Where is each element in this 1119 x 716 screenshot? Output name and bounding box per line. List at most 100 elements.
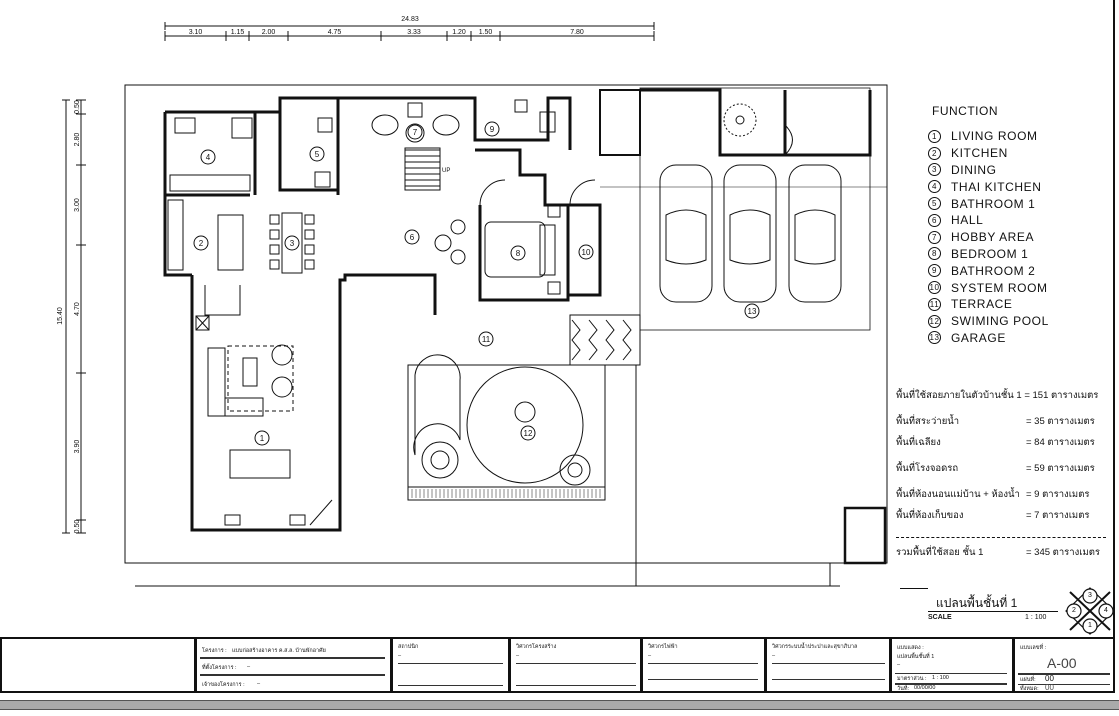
- room-number-11: 11: [478, 331, 494, 347]
- area-total-value: = 345 ตารางเมตร: [1026, 547, 1101, 558]
- room-number-badge: 12: [928, 314, 941, 328]
- tb-sheet-cell: แบบเลขที่ : A-00 แผ่นที่: 00 ทั้งหมด: 00: [1012, 639, 1115, 692]
- svg-text:10: 10: [582, 248, 591, 257]
- car-icon: [723, 164, 777, 303]
- scale-label: SCALE: [928, 614, 952, 621]
- tb-date-value: 00/00/00: [914, 685, 936, 691]
- area-divider: [896, 537, 1106, 538]
- tb-drawing-sub: –: [897, 662, 901, 668]
- room-number-5: 5: [309, 146, 325, 162]
- svg-text:2: 2: [199, 239, 204, 248]
- room-number-badge: 13: [928, 331, 941, 345]
- function-label: HALL: [951, 213, 984, 228]
- walls: [163, 88, 887, 565]
- dimension-segment-top: 7.80: [570, 29, 584, 36]
- function-label: TERRACE: [951, 297, 1013, 312]
- function-item: 2 KITCHEN: [928, 145, 1049, 162]
- tb-page-label: แผ่นที่:: [1020, 677, 1036, 683]
- tb-location-label: ที่ตั้งโครงการ :: [202, 665, 237, 671]
- tb-total-label: ทั้งหมด:: [1020, 686, 1039, 692]
- scale-value: 1 : 100: [1025, 614, 1047, 621]
- dimension-segment-left: 3.90: [74, 440, 81, 454]
- title-rule: [900, 588, 928, 589]
- svg-text:8: 8: [516, 249, 521, 258]
- room-number-badge: 6: [928, 213, 941, 227]
- tb-drawing-label: แบบแสดง :: [897, 645, 924, 651]
- function-item: 6 HALL: [928, 212, 1049, 229]
- svg-text:7: 7: [413, 128, 418, 137]
- room-number-badge: 3: [928, 163, 941, 177]
- tb-electrical-label: วิศวกรไฟฟ้า: [648, 644, 678, 650]
- svg-text:6: 6: [410, 233, 415, 242]
- function-label: SWIMING POOL: [951, 314, 1049, 329]
- room-number-8: 8: [510, 245, 526, 261]
- function-item: 8 BEDROOM 1: [928, 246, 1049, 263]
- tb-scale-value: 1 : 100: [932, 675, 949, 681]
- dimension-segment-top: 2.00: [262, 29, 276, 36]
- tb-drawing-cell: แบบแสดง : แปลนพื้นชั้นที่ 1 – มาตราส่วน …: [889, 639, 1012, 692]
- dimension-segment-left: 3.00: [74, 198, 81, 212]
- room-number-10: 10: [578, 244, 594, 260]
- room-number-badge: 8: [928, 247, 941, 261]
- dimension-segment-left: 2.80: [74, 133, 81, 147]
- area-total-label: รวมพื้นที่ใช้สอย ชั้น 1: [896, 547, 984, 558]
- bottom-band: [0, 700, 1119, 710]
- tb-structural-value: –: [516, 653, 520, 659]
- dimension-total-top: 24.83: [401, 16, 419, 23]
- function-label: DINING: [951, 162, 997, 177]
- tb-project-value: แบบก่อสร้างอาคาร ค.ส.ล. บ้านพักอาศัย: [232, 648, 326, 654]
- room-number-badge: 2: [928, 146, 941, 160]
- site-boundary: [124, 84, 888, 564]
- room-number-badge: 9: [928, 264, 941, 278]
- tb-total-value: 00: [1045, 683, 1054, 692]
- dimension-segment-top: 3.33: [407, 29, 421, 36]
- tb-sanitary-value: –: [772, 653, 776, 659]
- room-number-badge: 4: [928, 180, 941, 194]
- room-number-badge: 11: [928, 297, 941, 311]
- function-label: GARAGE: [951, 330, 1006, 345]
- function-label: KITCHEN: [951, 146, 1008, 161]
- room-number-4: 4: [200, 149, 216, 165]
- function-item: 11 TERRACE: [928, 296, 1049, 313]
- svg-text:3: 3: [290, 239, 295, 248]
- svg-text:12: 12: [524, 429, 533, 438]
- room-number-6: 6: [404, 229, 420, 245]
- dimension-segment-top: 4.75: [328, 29, 342, 36]
- section-mark-1: 1: [1088, 622, 1092, 629]
- tb-drawing-value: แปลนพื้นชั้นที่ 1: [897, 654, 935, 660]
- function-label: BATHROOM 1: [951, 196, 1036, 211]
- dimension-segment-top: 3.10: [189, 29, 203, 36]
- tb-scale-label: มาตราส่วน :: [897, 676, 927, 682]
- area-label: พื้นที่ห้องเก็บของ: [896, 510, 964, 521]
- function-label: BEDROOM 1: [951, 246, 1029, 261]
- car-icon: [659, 164, 713, 303]
- dimension-segment-left: 0.50: [74, 520, 81, 534]
- function-label: LIVING ROOM: [951, 129, 1038, 144]
- tb-project-label: โครงการ :: [202, 648, 227, 654]
- plan-title-underline: [928, 611, 1058, 612]
- sheet-border: [1113, 0, 1115, 637]
- svg-text:9: 9: [490, 125, 495, 134]
- section-marker-icon: 3 2 4 1: [1065, 587, 1115, 635]
- room-number-9: 9: [484, 121, 500, 137]
- stairs-up-label: UP: [442, 168, 450, 174]
- tb-sanitary-cell: วิศวกรระบบน้ำประปาและสุขาภิบาล –: [764, 639, 890, 691]
- svg-text:5: 5: [315, 150, 320, 159]
- tb-architect-label: สถาปนิก: [398, 644, 419, 650]
- room-number-13: 13: [744, 303, 760, 319]
- area-label: พื้นที่ห้องนอนแม่บ้าน + ห้องน้ำ: [896, 489, 1020, 500]
- plan-title: แปลนพื้นชั้นที่ 1: [936, 596, 1018, 610]
- tb-sanitary-label: วิศวกรระบบน้ำประปาและสุขาภิบาล: [772, 644, 858, 650]
- room-number-1: 1: [254, 430, 270, 446]
- svg-text:1: 1: [260, 434, 265, 443]
- function-item: 13 GARAGE: [928, 330, 1049, 347]
- dimension-total-left: 15.40: [57, 307, 64, 325]
- area-label: พื้นที่โรงจอดรถ: [896, 463, 959, 474]
- dimension-segment-top: 1.15: [231, 29, 245, 36]
- section-mark-2: 2: [1072, 607, 1076, 614]
- tb-page-value: 00: [1045, 674, 1054, 683]
